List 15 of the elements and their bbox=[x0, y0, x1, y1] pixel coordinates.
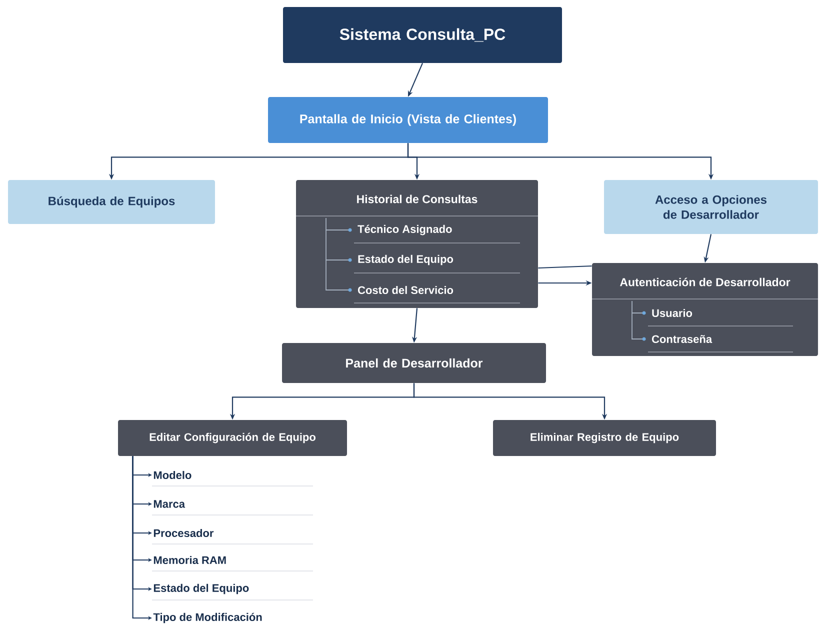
feature-box: Acceso a Opciones de Desarrollador bbox=[604, 180, 818, 234]
screen-box: Pantalla de Inicio (Vista de Clientes) bbox=[268, 97, 548, 143]
panel-box: Panel de Desarrollador bbox=[282, 343, 546, 383]
feature-panel: Historial de Consultas Técnico Asignado Estado del Equipo Costo del Servicio bbox=[296, 180, 538, 308]
list-item: Modelo bbox=[154, 470, 192, 480]
feature-box: Búsqueda de Equipos bbox=[8, 180, 215, 224]
list-item: Memoria RAM bbox=[154, 556, 226, 564]
action-box: Editar Configuración de Equipo bbox=[118, 420, 347, 456]
title-box: Sistema Consulta_PC bbox=[283, 7, 562, 63]
action-box: Eliminar Registro de Equipo bbox=[493, 420, 716, 456]
list-item: Tipo de Modificación bbox=[153, 612, 262, 624]
list-item: Marca bbox=[154, 500, 186, 508]
list-item: Estado del Equipo bbox=[154, 584, 249, 594]
list-item: Procesador bbox=[154, 528, 214, 538]
login-panel: Autenticación de Desarrollador Usuario Contraseña bbox=[592, 263, 818, 356]
